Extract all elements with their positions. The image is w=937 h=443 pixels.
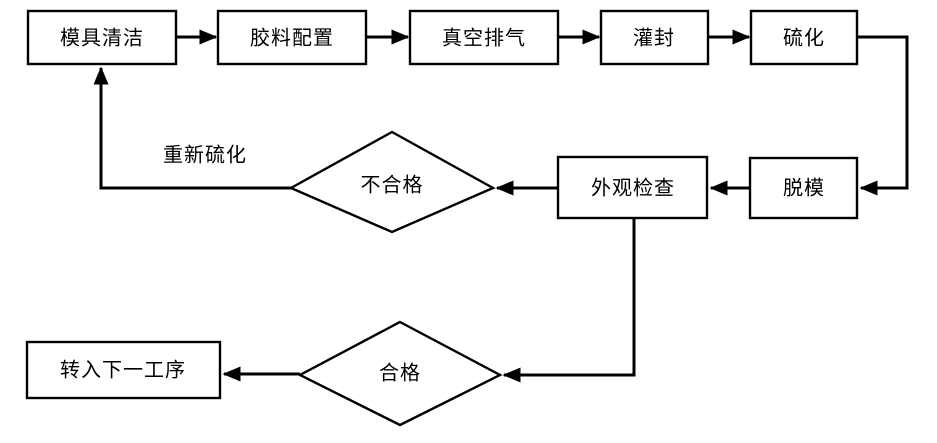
node-mold-clean-label: 模具清洁: [60, 26, 144, 50]
node-vulcanization-box[interactable]: [749, 9, 859, 66]
node-demold-label: 脱模: [783, 176, 825, 200]
node-fail-decision-label: 不合格: [361, 173, 424, 197]
node-pass-decision-label: 合格: [379, 361, 421, 385]
node-vacuum-degas-label: 真空排气: [442, 26, 526, 50]
node-mold-clean[interactable]: 模具清洁: [26, 9, 178, 66]
node-fail-decision-diamond[interactable]: [288, 130, 496, 234]
node-vulcanization-label: 硫化: [783, 26, 825, 50]
node-compound-prep-label: 胶料配置: [250, 26, 334, 50]
connector-layer: [93, 29, 909, 383]
edge-inspection-to-pass: [502, 219, 636, 383]
node-appearance-inspection-label: 外观检查: [591, 176, 675, 200]
node-pass-decision-diamond[interactable]: [297, 320, 503, 427]
node-appearance-inspection[interactable]: 外观检查: [556, 155, 709, 220]
node-demold-box[interactable]: [748, 156, 859, 220]
node-appearance-inspection-box[interactable]: [556, 155, 709, 220]
node-next-process-box[interactable]: [25, 340, 222, 400]
node-compound-prep-box[interactable]: [216, 9, 368, 66]
node-potting-box[interactable]: [599, 9, 710, 66]
node-vacuum-degas[interactable]: 真空排气: [408, 9, 560, 66]
node-vacuum-degas-box[interactable]: [408, 9, 560, 66]
node-mold-clean-box[interactable]: [26, 9, 178, 66]
edge-label-rework: 重新硫化: [163, 143, 247, 167]
node-potting[interactable]: 灌封: [599, 9, 710, 66]
node-potting-label: 灌封: [633, 26, 675, 50]
node-next-process[interactable]: 转入下一工序: [25, 340, 222, 400]
node-vulcanization[interactable]: 硫化: [749, 9, 859, 66]
node-demold[interactable]: 脱模: [748, 156, 859, 220]
edge-fail-to-mold-clean: [93, 66, 291, 190]
edge-vulcanize-to-demold: [857, 35, 909, 196]
node-next-process-label: 转入下一工序: [60, 358, 186, 382]
node-compound-prep[interactable]: 胶料配置: [216, 9, 368, 66]
node-fail-decision[interactable]: 不合格: [288, 130, 496, 234]
node-pass-decision[interactable]: 合格: [297, 320, 503, 427]
